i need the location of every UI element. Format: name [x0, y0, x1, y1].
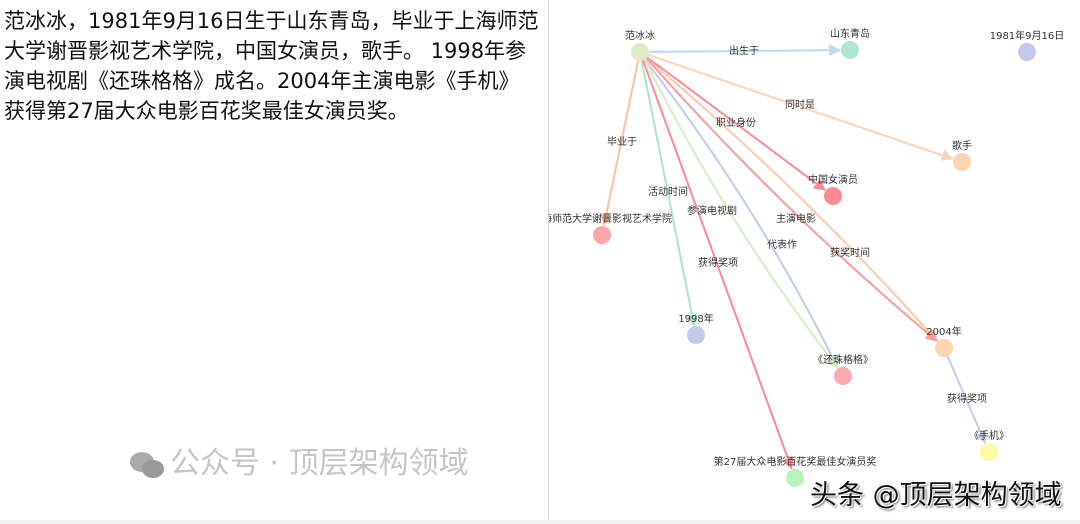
edge-4[interactable] — [640, 60, 698, 327]
node-award[interactable]: 第27届大众电影百花奖最佳女演员奖 — [714, 455, 877, 487]
node-circle[interactable] — [824, 187, 842, 205]
node-label: 1981年9月16日 — [990, 29, 1065, 42]
node-label: 中国女演员 — [808, 173, 858, 186]
watermark-wechat: 公众号 · 顶层架构领域 — [170, 446, 469, 481]
edge-label: 获得奖项 — [947, 392, 987, 405]
node-actress[interactable]: 中国女演员 — [808, 173, 858, 205]
node-circle[interactable] — [980, 443, 998, 461]
edge-label: 主演电影 — [776, 212, 816, 225]
edge-10[interactable] — [946, 355, 987, 444]
node-circle[interactable] — [834, 367, 852, 385]
node-circle[interactable] — [593, 226, 611, 244]
edge-label: 代表作 — [767, 238, 797, 251]
node-label: 2004年 — [926, 325, 961, 338]
node-circle[interactable] — [786, 469, 804, 487]
edge-label: 出生于 — [729, 44, 759, 57]
node-circle[interactable] — [841, 41, 859, 59]
node-circle[interactable] — [631, 43, 649, 61]
node-y2004[interactable]: 2004年 — [926, 325, 962, 357]
edge-1[interactable] — [648, 53, 954, 161]
description-text: 范冰冰，1981年9月16日生于山东青岛，毕业于上海师范大学谢晋影视艺术学院，中… — [4, 9, 539, 123]
edge-label: 职业身份 — [716, 116, 756, 129]
node-label: 山东青岛 — [830, 27, 870, 40]
node-date[interactable]: 1981年9月16日 — [990, 29, 1065, 61]
edge-label: 获得奖项 — [698, 256, 738, 269]
edge-7[interactable] — [643, 59, 839, 369]
node-label: 《还珠格格》 — [813, 353, 873, 366]
text-panel: 范冰冰，1981年9月16日生于山东青岛，毕业于上海师范大学谢晋影视艺术学院，中… — [4, 0, 549, 524]
node-circle[interactable] — [935, 339, 953, 357]
edge-3[interactable] — [600, 60, 640, 227]
wechat-icon — [128, 450, 166, 484]
edge-label: 活动时间 — [648, 185, 688, 198]
edge-label: 获奖时间 — [830, 246, 870, 259]
node-label: 上海师范大学谢晋影视艺术学院 — [549, 212, 672, 225]
edge-5[interactable] — [642, 60, 794, 470]
node-sd[interactable]: 山东青岛 — [830, 27, 870, 59]
edge-label: 毕业于 — [607, 135, 637, 148]
node-hzgg[interactable]: 《还珠格格》 — [813, 353, 873, 385]
node-circle[interactable] — [687, 326, 705, 344]
edge-8[interactable] — [645, 57, 938, 342]
edge-0[interactable] — [648, 44, 842, 57]
node-circle[interactable] — [953, 153, 971, 171]
node-fbb[interactable]: 范冰冰 — [625, 29, 655, 61]
node-school[interactable]: 上海师范大学谢晋影视艺术学院 — [549, 212, 672, 244]
node-label: 1998年 — [678, 312, 713, 325]
edge-6[interactable] — [643, 59, 839, 369]
edge-9[interactable] — [645, 57, 938, 342]
watermark-toutiao: 头条 @顶层架构领域 — [810, 480, 1062, 511]
node-label: 《手机》 — [969, 429, 1009, 442]
node-singer[interactable]: 歌手 — [952, 139, 972, 171]
node-label: 第27届大众电影百花奖最佳女演员奖 — [714, 455, 877, 468]
node-y1998[interactable]: 1998年 — [678, 312, 714, 344]
edge-label: 同时是 — [785, 99, 815, 111]
edge-2[interactable] — [646, 56, 826, 191]
node-circle[interactable] — [1018, 43, 1036, 61]
node-phone[interactable]: 《手机》 — [969, 429, 1009, 461]
node-label: 歌手 — [952, 139, 972, 152]
edge-label: 参演电视剧 — [687, 204, 737, 217]
node-label: 范冰冰 — [625, 29, 655, 42]
bottom-bar — [0, 520, 1080, 524]
